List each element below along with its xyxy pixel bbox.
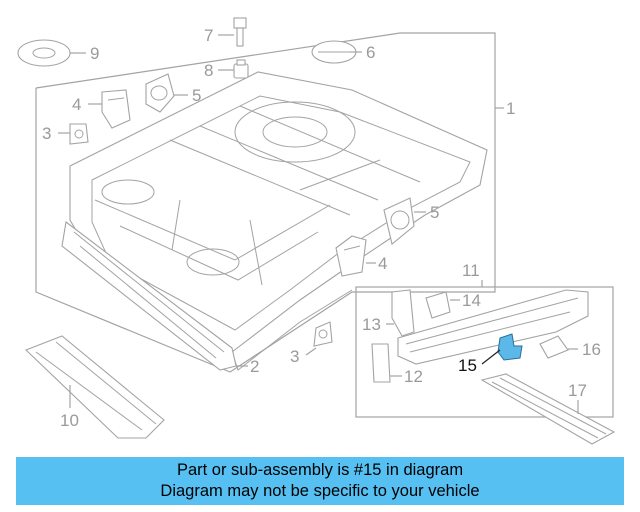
- callout-8: 8: [204, 61, 213, 80]
- callout-4a: 4: [72, 95, 81, 114]
- part-15-highlighted-bracket[interactable]: [497, 333, 523, 361]
- callout-3a: 3: [42, 124, 51, 143]
- part-5a-bracket: [145, 73, 175, 113]
- callout-12: 12: [404, 367, 423, 386]
- part-3b-gusset: [313, 321, 333, 347]
- banner-line-1: Part or sub-assembly is #15 in diagram: [176, 461, 464, 479]
- part-8-nut: [233, 59, 249, 79]
- banner-line-2: Diagram may not be specific to your vehi…: [160, 482, 480, 500]
- part-7-bolt: [233, 17, 247, 47]
- part-4b-bracket: [335, 235, 367, 277]
- callout-5b: 5: [430, 203, 439, 222]
- part-13-bracket: [391, 289, 415, 337]
- callout-9: 9: [90, 44, 99, 63]
- part-5b-bracket: [383, 197, 415, 245]
- callout-16: 16: [582, 340, 601, 359]
- part-6-cap: [311, 40, 357, 64]
- part-9-plate: [17, 39, 71, 67]
- info-banner: Part or sub-assembly is #15 in diagram D…: [16, 457, 624, 505]
- callout-15: 15: [458, 356, 477, 375]
- rail-17-part: [480, 373, 616, 445]
- part-12-plate: [371, 343, 391, 383]
- assembly-11-box: [355, 286, 614, 418]
- part-16-bracket: [539, 335, 569, 359]
- callout-6: 6: [366, 43, 375, 62]
- callout-10: 10: [60, 411, 79, 430]
- floor-pan-part: [69, 71, 488, 371]
- part-4a-bracket: [101, 89, 131, 129]
- callout-17: 17: [568, 381, 587, 400]
- callout-7: 7: [204, 26, 213, 45]
- callout-11: 11: [462, 261, 480, 280]
- callout-3b: 3: [290, 347, 299, 366]
- assembly-1-outline: [35, 32, 496, 373]
- rail-10-part: [24, 335, 165, 439]
- callout-2: 2: [250, 357, 259, 376]
- callout-1: 1: [506, 99, 515, 118]
- part-14-bracket: [425, 291, 451, 319]
- callout-4b: 4: [378, 254, 387, 273]
- parts-diagram: 1 2 3 3 4 4 5 5 6 7 8 9 10 11 12 13 14 1…: [17, 17, 616, 445]
- side-rail-part: [61, 221, 237, 371]
- callout-13: 13: [362, 315, 381, 334]
- part-3a-gusset: [69, 123, 89, 145]
- callout-5a: 5: [192, 86, 201, 105]
- callout-14: 14: [462, 291, 481, 310]
- part-11-rail: [397, 289, 589, 365]
- leader-lines: [58, 34, 579, 414]
